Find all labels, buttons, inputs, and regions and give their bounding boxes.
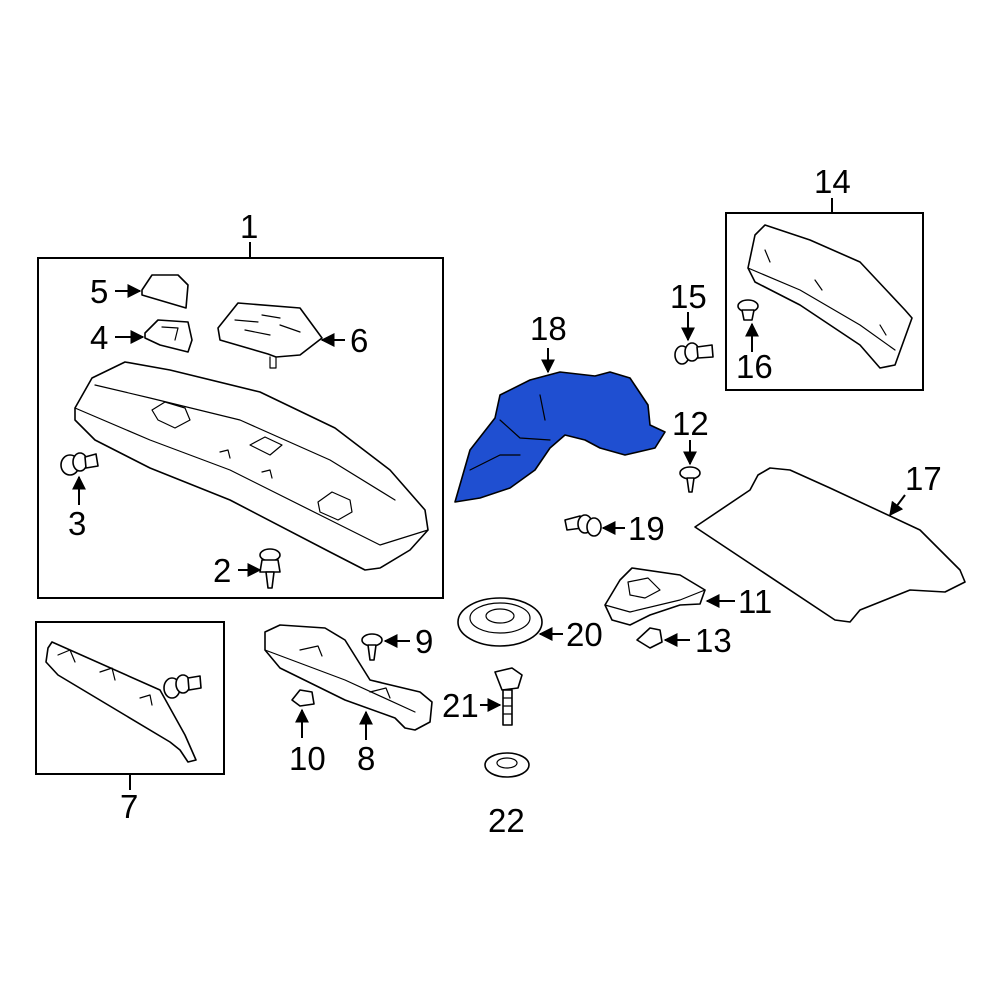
callout-14[interactable]: 14 [814,163,851,200]
part-8-reinforcement[interactable] [264,624,433,731]
part-16-nut[interactable] [737,299,759,321]
callout-7[interactable]: 7 [120,788,138,825]
group-box-1 [37,257,444,599]
part-1-package-tray[interactable] [74,361,429,571]
callout-11[interactable]: 11 [738,583,772,620]
part-15-clip[interactable] [674,342,714,365]
part-19-clip[interactable] [564,514,602,537]
callout-5[interactable]: 5 [90,273,108,310]
part-3-clip[interactable] [60,452,99,476]
callout-16[interactable]: 16 [736,348,773,385]
callout-8[interactable]: 8 [357,740,375,777]
callout-6[interactable]: 6 [350,322,368,359]
part-14-bracket[interactable] [747,224,913,369]
callout-22[interactable]: 22 [488,802,525,839]
part-10-nut[interactable] [291,689,315,707]
callout-15[interactable]: 15 [670,278,707,315]
part-12-clip[interactable] [679,466,701,493]
part-5-cover[interactable] [141,274,189,309]
callout-20[interactable]: 20 [566,616,603,653]
callout-17[interactable]: 17 [905,460,942,497]
part-13-nut[interactable] [636,627,663,649]
callout-12[interactable]: 12 [672,405,709,442]
callout-1[interactable]: 1 [240,208,258,245]
part-20-spacer[interactable] [457,597,543,647]
part-18-highlighted-panel[interactable] [454,371,666,503]
group-box-14 [725,212,924,391]
callout-4[interactable]: 4 [90,319,108,356]
callout-2[interactable]: 2 [213,552,231,589]
callout-18[interactable]: 18 [530,310,567,347]
part-2-clip[interactable] [259,548,281,589]
part-9-clip[interactable] [361,633,383,661]
part-17-trunk-mat[interactable] [694,467,966,623]
callout-19[interactable]: 19 [628,510,665,547]
callout-3[interactable]: 3 [68,505,86,542]
callout-10[interactable]: 10 [289,740,326,777]
callout-21[interactable]: 21 [442,687,479,724]
part-22-grommet[interactable] [484,752,530,778]
callout-13[interactable]: 13 [695,622,732,659]
part-7-panel[interactable] [45,641,197,763]
part-11-bracket[interactable] [604,567,706,626]
part-6-cover[interactable] [217,302,323,369]
callout-9[interactable]: 9 [415,623,433,660]
part-7-clip[interactable] [163,674,202,699]
part-4-bracket[interactable] [144,319,193,353]
part-21-bolt[interactable] [494,667,523,726]
